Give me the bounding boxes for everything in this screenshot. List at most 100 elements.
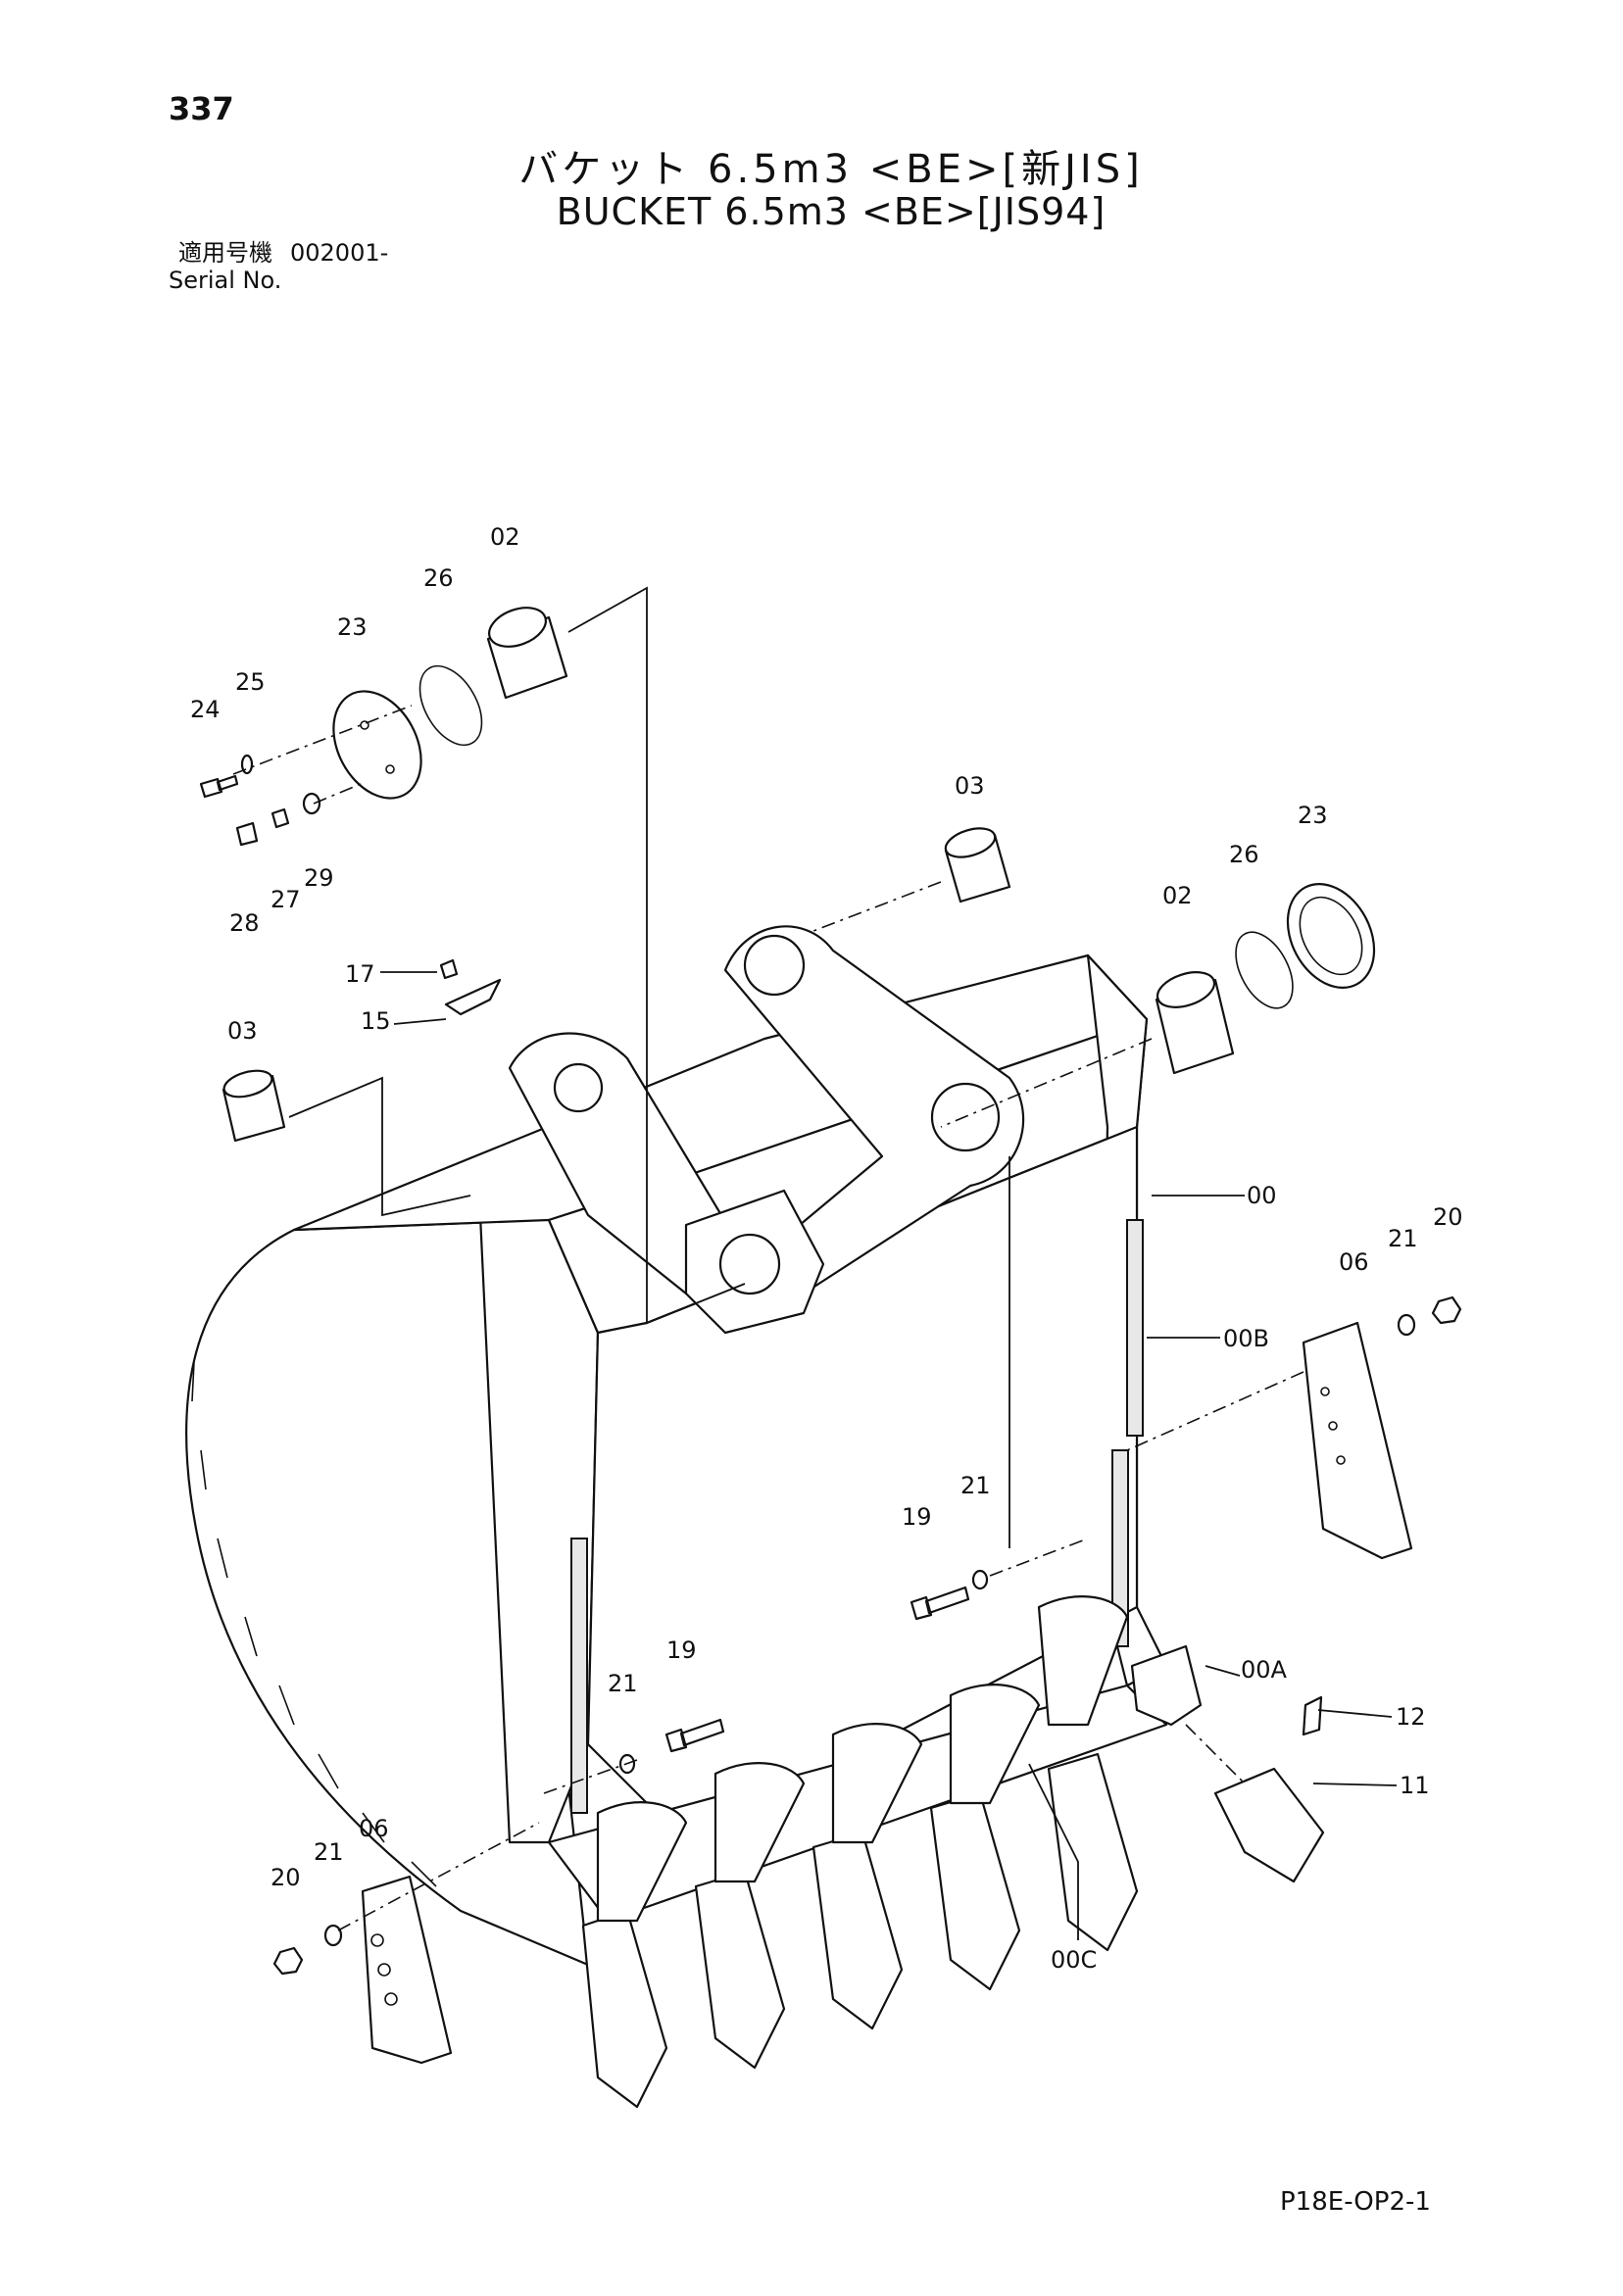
axis-mid-bolt [989,1538,1089,1577]
label-19-low: 19 [666,1637,697,1664]
label-24: 24 [190,696,221,723]
label-00C: 00C [1051,1946,1097,1974]
leader-15 [393,1018,447,1025]
cover-23-top-hole-b [385,764,395,774]
washer-21-right [1397,1313,1416,1337]
corner-adapter-00A [1130,1644,1203,1727]
teeth-group [581,1595,1139,2109]
back-wear-strips [191,1361,437,1887]
shroud-1 [596,1801,688,1923]
side-cutter-06-left [361,1875,453,2065]
label-06-right: 06 [1339,1248,1369,1276]
label-21-left: 21 [314,1838,344,1866]
bushing-02-top-face [488,607,547,648]
bracket-right-upper-bore [743,934,806,997]
label-12: 12 [1396,1703,1426,1731]
axis-low-bolt [543,1759,638,1794]
axis-upper-left [232,705,413,805]
label-27: 27 [270,886,301,913]
side-strip-upper [1126,1219,1144,1437]
serial-label-jp: 適用号機 [178,239,272,267]
bolt-24 [199,774,239,799]
label-02-top: 02 [490,523,520,551]
shroud-4 [949,1684,1041,1805]
side-cutter-right-hole-3 [1336,1455,1346,1465]
label-03-left: 03 [227,1017,258,1045]
label-29: 29 [304,864,334,892]
nut-20-right [1431,1295,1462,1325]
title-english: BUCKET 6.5m3 <BE>[JIS94] [556,190,1107,233]
side-cutter-left-hole-1 [370,1933,384,1947]
side-cutter-06-right [1302,1321,1413,1560]
label-26-top: 26 [423,564,454,592]
tooth-5 [1047,1752,1139,1952]
oring-26-top [418,664,483,747]
label-20-right: 20 [1433,1203,1463,1231]
axis-side-cutter-right [1126,1371,1304,1451]
pin-12 [1302,1695,1323,1736]
tooth-point-assembly [1213,1695,1325,1883]
axis-side-cutter-left [337,1822,540,1931]
side-cutter-left [272,1875,453,2065]
tooth-point-11 [1213,1767,1325,1883]
side-cutter-right-hole-2 [1328,1421,1338,1431]
label-15: 15 [361,1007,391,1035]
label-20-left: 20 [270,1864,301,1891]
label-21-mid: 21 [960,1472,991,1499]
washer-21-mid [971,1569,989,1590]
label-00B: 00B [1223,1325,1269,1352]
cover-23-top [332,690,422,800]
bucket-body [185,925,1203,1967]
label-02-right: 02 [1162,882,1193,909]
axis-tooth-point [1185,1724,1246,1784]
shim-15 [444,978,502,1016]
bolt-19-low [664,1718,725,1753]
cover-23-top-hole-a [360,720,369,730]
label-03-right: 03 [955,772,985,800]
label-21-low: 21 [608,1670,638,1697]
shroud-3 [831,1723,923,1844]
washer-25 [240,754,254,775]
leader-00A [1205,1665,1241,1677]
label-00A: 00A [1241,1656,1288,1684]
bracket-left-bore [553,1062,604,1113]
leader-lines [288,586,1398,1940]
washer-21-left [323,1924,343,1947]
serial-label-en: Serial No. [169,267,282,294]
leader-03-left [288,1076,471,1217]
label-17: 17 [345,960,375,988]
upper-left-hardware [199,607,568,1143]
label-26-right: 26 [1229,841,1259,868]
fitting-27 [270,807,290,829]
tooth-4 [929,1791,1021,1991]
bushing-03-right-face [944,827,997,858]
label-23-right: 23 [1298,802,1328,829]
page-number: 337 [169,90,234,127]
bolt-19-mid [910,1586,970,1621]
leader-11 [1312,1783,1398,1786]
plug-28 [235,821,259,847]
label-25: 25 [235,668,266,696]
assembly-axes [232,705,1304,1931]
tooth-1 [581,1909,668,2109]
shroud-2 [713,1762,806,1883]
tooth-2 [694,1870,786,2070]
side-cutter-right [1302,1295,1462,1560]
side-strip-lower [1111,1449,1129,1647]
axis-bushing-02-right [940,1038,1153,1128]
title-japanese: バケット 6.5m3 <BE>[新JIS] [518,147,1144,192]
leader-12 [1317,1709,1393,1718]
nut-20-left [272,1946,304,1976]
bolt-17 [439,958,459,980]
nut-29 [302,792,321,815]
label-23-top: 23 [337,613,368,641]
center-bolts [618,1569,989,1775]
bracket-right [723,925,1025,1295]
oring-26-right [1235,931,1294,1009]
side-cutter-left-hole-2 [377,1963,391,1977]
drawing-code: P18E-OP2-1 [1280,2187,1431,2217]
bushing-03-left-face [222,1069,273,1099]
